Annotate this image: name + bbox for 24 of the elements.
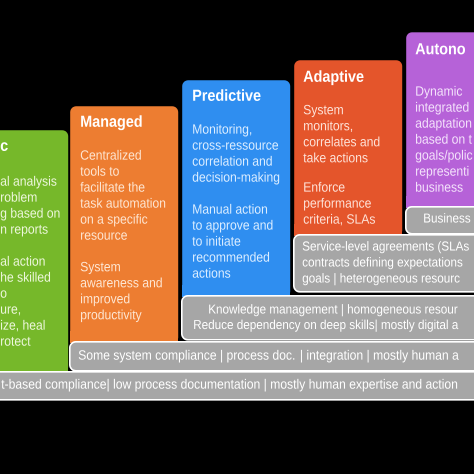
column-text: al action he skilled o ure, ize, heal rotect [0, 256, 50, 346]
column-text: System awareness and improved productivity [80, 262, 162, 322]
column-heading: Autono [416, 43, 466, 54]
stage-column [182, 80, 290, 298]
column-text: Centralized tools to facilitate the task automation on a specific resource [80, 150, 166, 240]
column-text: al analysis roblem g based on n reports [0, 176, 60, 236]
column-text: Monitoring, cross-ressource correlation and decision-making [192, 124, 280, 184]
column-text: Enforce performance criteria, SLAs [304, 182, 375, 226]
column-text: Dynamic integrated adaptation based on t goals/polic representi business [416, 86, 472, 192]
stage-column [70, 106, 178, 344]
stage-column [0, 130, 68, 372]
capability-bar: Some system compliance | process doc. | integration | mostly human a [69, 341, 474, 372]
stage-column [406, 32, 474, 208]
capability-bar: t-based compliance| low process documentation | mostly human expertise and action [0, 371, 474, 401]
column-heading: c [0, 142, 8, 151]
capability-bar: Service-level agreements (SLAs contracts defining expectations goals | heterogeneous resourc [293, 234, 474, 293]
column-text: Manual action to approve and to initiate recommended actions [192, 204, 272, 278]
column-heading: Managed [81, 115, 142, 130]
capability-bar: Business [405, 206, 474, 235]
column-text: System monitors, correlates and take actions [303, 104, 380, 162]
capability-bar: Knowledge management | homogeneous resour Reduce dependency on deep skills| mostly digital a [181, 295, 474, 341]
column-heading: Predictive [193, 89, 261, 101]
column-heading: Adaptive [304, 70, 364, 86]
stage-column [294, 60, 402, 236]
